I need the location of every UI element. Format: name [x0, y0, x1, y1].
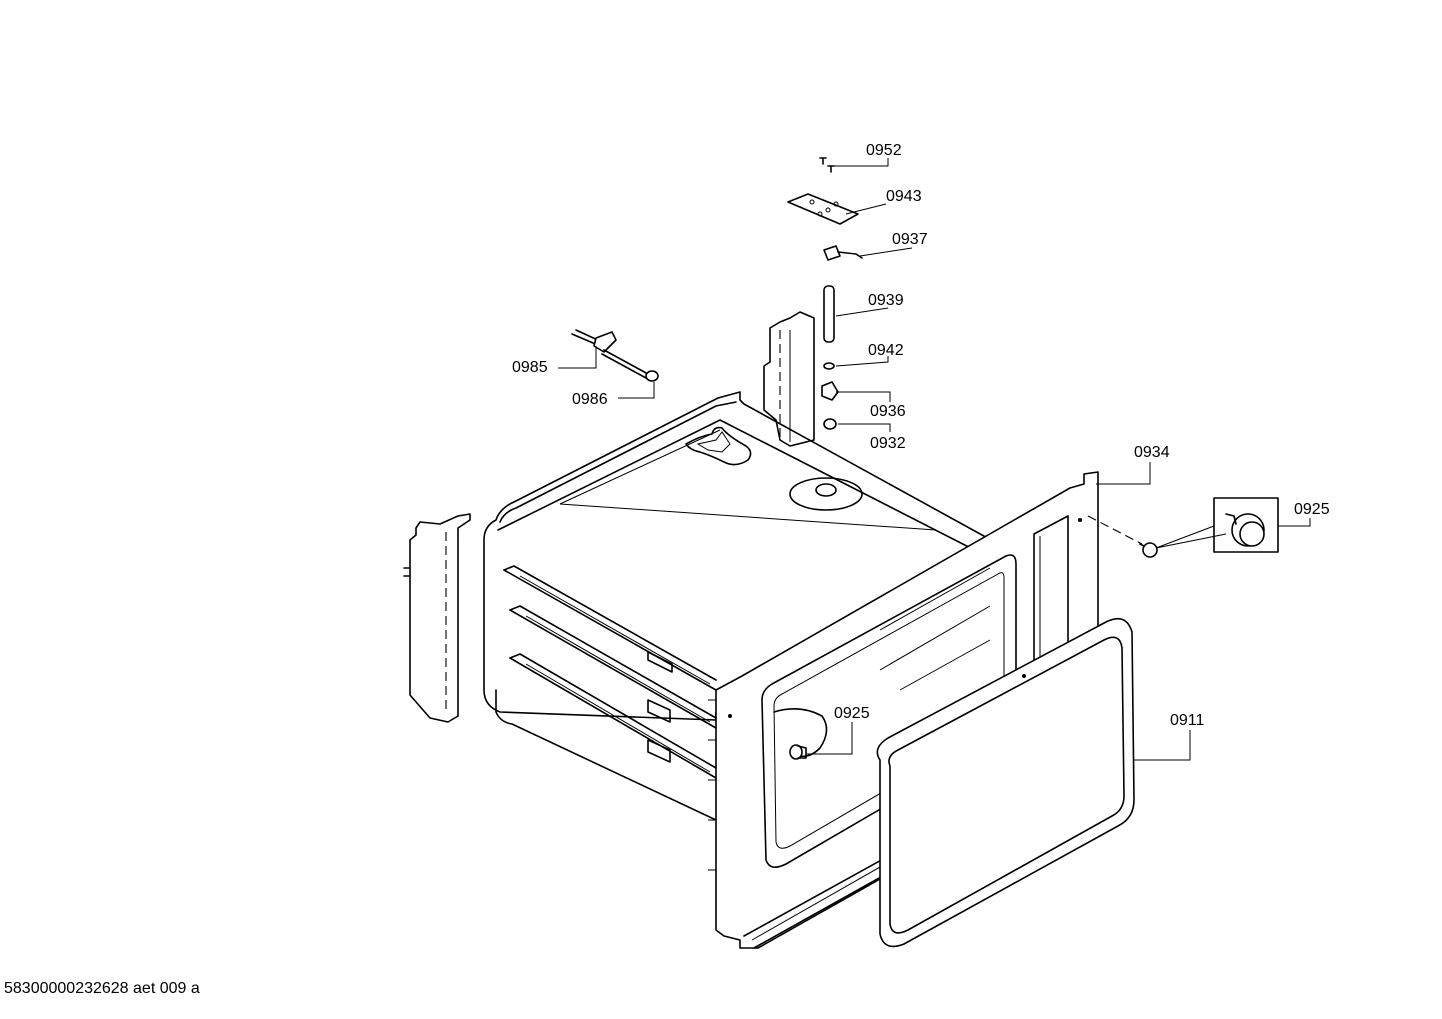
drawing-code: 58300000232628 aet 009 a [4, 980, 200, 997]
lamp-assembly [787, 157, 863, 430]
label-0939: 0939 [868, 292, 904, 309]
label-0942: 0942 [868, 342, 904, 359]
lower-knob-part [789, 744, 807, 760]
label-0985: 0985 [512, 359, 548, 376]
left-side-rack [403, 513, 471, 723]
label-0925-lower: 0925 [834, 705, 870, 722]
temperature-sensor [571, 329, 659, 382]
label-0932: 0932 [870, 435, 906, 452]
rear-side-rack [763, 311, 815, 447]
label-0934: 0934 [1134, 444, 1170, 461]
label-0952: 0952 [866, 142, 902, 159]
oven-cavity [483, 391, 1011, 821]
label-0911: 0911 [1170, 712, 1205, 729]
label-0986: 0986 [572, 391, 608, 408]
label-0925-upper: 0925 [1294, 501, 1330, 518]
part-labels: 0952 0943 0937 0939 0942 0936 0932 0985 … [512, 142, 1330, 729]
label-0936: 0936 [870, 403, 906, 420]
door-seal [876, 617, 1135, 948]
upper-knob-part [1087, 497, 1279, 558]
leader-lines [558, 158, 1311, 761]
label-0943: 0943 [886, 188, 922, 205]
label-0937: 0937 [892, 231, 928, 248]
